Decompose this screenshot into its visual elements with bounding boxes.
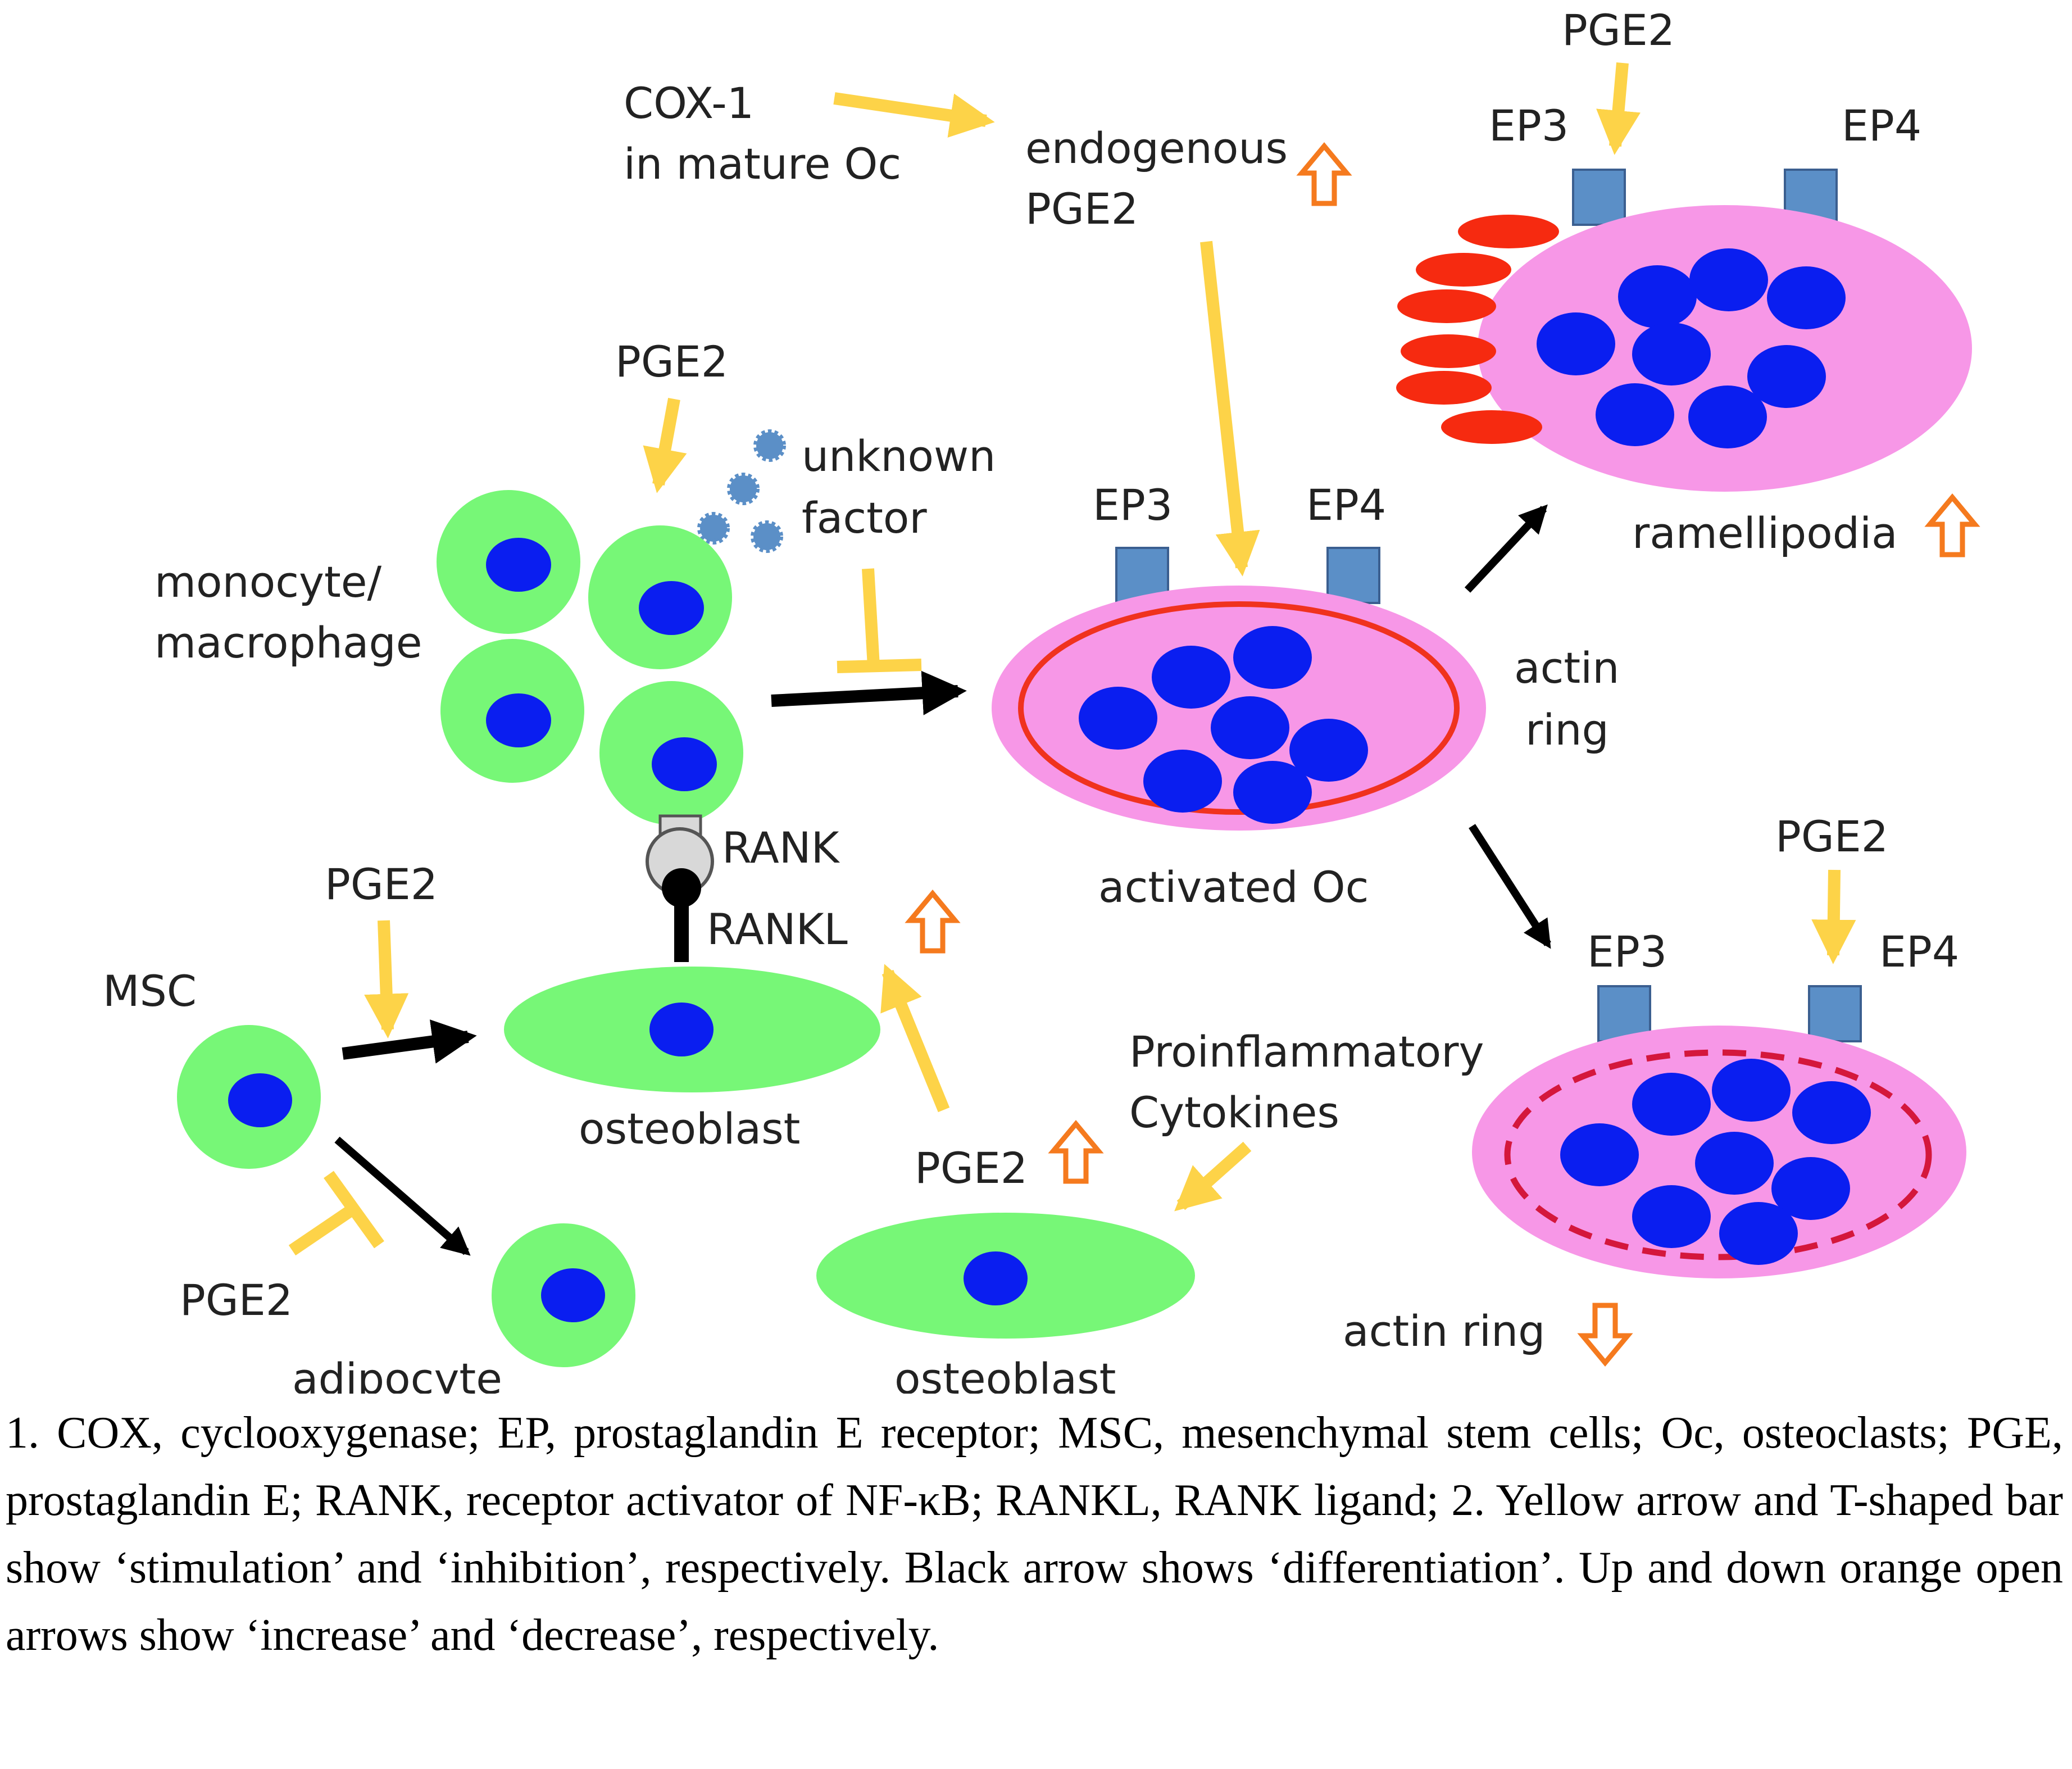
actin-ring-bottom-label: actin ring: [1343, 1306, 1545, 1356]
cox1-label: COX-1: [624, 78, 754, 128]
bottom-ep4-receptor: [1808, 985, 1862, 1042]
cytokines-label: Cytokines: [1129, 1087, 1339, 1137]
endogenous-increase-arrow: [1302, 146, 1347, 203]
disrupted-oc-nuclei: [1560, 1059, 1871, 1265]
top-ep3-receptor: [1572, 169, 1626, 226]
rankl-label: RANKL: [707, 904, 848, 954]
lamellipodia-oc-nuclei: [1537, 248, 1846, 448]
rank-label: RANK: [722, 823, 840, 873]
mono-pge2-label: PGE2: [615, 337, 728, 387]
osteoblast-1-label: osteoblast: [579, 1104, 800, 1154]
adipocyte-pge2-label: PGE2: [180, 1275, 293, 1325]
unknown-factor-inhibition-bar: [837, 568, 922, 673]
bottom-pge2-label: PGE2: [1775, 811, 1888, 861]
macrophage-label: macrophage: [155, 618, 422, 668]
msc-pge2-label: PGE2: [325, 859, 438, 909]
lamellipodia-protrusions: [1396, 215, 1559, 444]
top-ep4-label: EP4: [1842, 101, 1921, 151]
bottom-ep3-label: EP3: [1587, 927, 1667, 977]
cytokines-stimulation-arrow: [1174, 1141, 1252, 1212]
monocyte-nuclei: [486, 538, 717, 791]
ramellipodia-increase-arrow: [1930, 497, 1975, 555]
actin-label: actin: [1514, 643, 1619, 693]
adipocyte-inhibition-bar: [288, 1171, 384, 1256]
figure-caption: 1. COX, cyclooxygenase; EP, prostaglandi…: [6, 1408, 2063, 1660]
activated-oc-nuclei: [1079, 626, 1368, 824]
msc-nucleus: [228, 1073, 292, 1127]
activated-oc-label: activated Oc: [1098, 862, 1369, 912]
top-pge2-label: PGE2: [1562, 5, 1675, 55]
disrupted-actin-ring: [1504, 1049, 1932, 1260]
msc-osteoblast-arrow: [342, 1019, 477, 1064]
mono-differentiation-arrow: [771, 670, 967, 715]
osteoblast2-pge2-label: PGE2: [915, 1143, 1028, 1193]
monocyte-label: monocyte/: [155, 557, 382, 607]
unknown-label: unknown: [802, 431, 996, 481]
ring-label: ring: [1525, 705, 1609, 755]
bottom-ep4-label: EP4: [1879, 927, 1959, 977]
endogenous-pge2-label: PGE2: [1025, 184, 1138, 234]
mid-ep4-receptor: [1326, 547, 1380, 604]
cox1-stimulation-arrow: [833, 92, 995, 138]
mid-ep4-label: EP4: [1306, 480, 1386, 530]
endogenous-stimulation-arrow: [1200, 241, 1260, 577]
cox1-location-label: in mature Oc: [624, 139, 901, 189]
adipocyte-label: adipocyte: [292, 1354, 502, 1394]
endogenous-label: endogenous: [1025, 123, 1288, 173]
osteoblast-increase-arrow: [910, 893, 955, 951]
osteoblast-2-label: osteoblast: [894, 1354, 1116, 1394]
pge2-bone-cell-diagram: COX-1 in mature Oc endogenous PGE2 PGE2 …: [103, 5, 2072, 1394]
top-ep3-label: EP3: [1489, 101, 1569, 151]
unknown-factor-molecules: [697, 429, 786, 553]
actin-ring-decrease-arrow: [1583, 1305, 1628, 1363]
mid-ep3-label: EP3: [1093, 480, 1173, 530]
osteoblast-nucleus-1: [649, 1003, 714, 1056]
factor-label: factor: [802, 493, 927, 543]
mono-pge2-arrow: [643, 398, 687, 493]
osteoblast2-pge2-arrow: [880, 964, 950, 1113]
to-disrupted-oc-arrow: [1469, 824, 1551, 949]
top-pge2-arrow: [1596, 62, 1641, 155]
osteoblast-nucleus-2: [964, 1251, 1028, 1305]
msc-pge2-arrow: [364, 920, 409, 1038]
msc-adipocyte-arrow: [334, 1136, 471, 1256]
osteoblast2-pge2-increase-arrow: [1053, 1124, 1098, 1181]
ramellipodia-label: ramellipodia: [1632, 508, 1898, 558]
rankl-ligand-head: [662, 868, 701, 908]
msc-label: MSC: [103, 966, 197, 1016]
proinflammatory-label: Proinflammatory: [1129, 1027, 1484, 1077]
adipocyte-nucleus: [541, 1268, 605, 1322]
bottom-pge2-arrow: [1811, 869, 1856, 964]
to-lamellipodia-arrow: [1464, 504, 1548, 593]
activated-oc-actin-ring: [1018, 601, 1460, 815]
mid-ep3-receptor: [1115, 547, 1169, 604]
